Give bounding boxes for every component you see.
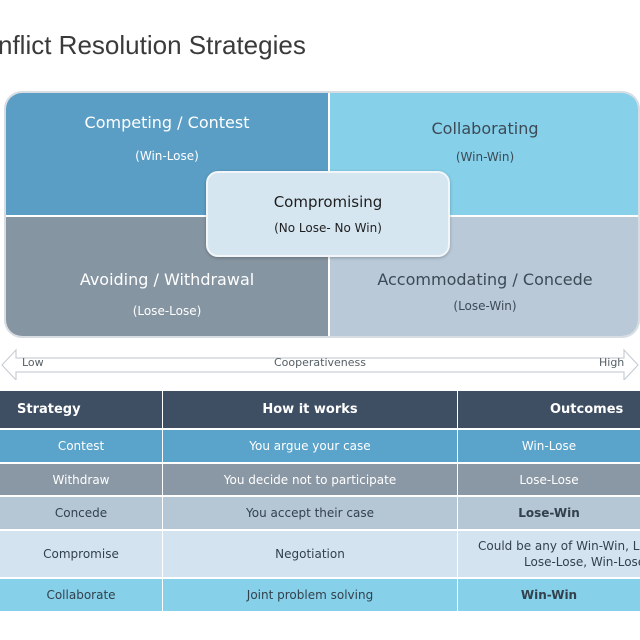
outcome-cell: Win-Lose xyxy=(458,430,640,462)
table-header-row: Strategy How it works Outcomes xyxy=(0,391,640,428)
quadrant-competing-title: Competing / Contest xyxy=(84,113,250,132)
header-outcomes: Outcomes xyxy=(458,391,640,428)
quadrant-avoiding-title: Avoiding / Withdrawal xyxy=(79,270,255,289)
outcome-cell: Win-Win xyxy=(458,579,640,611)
outcome-line-1: Could be any of Win-Win, Lo xyxy=(478,539,640,553)
strategy-matrix: Competing / Contest (Win-Lose) Collabora… xyxy=(4,91,640,338)
double-arrow-icon xyxy=(1,348,639,380)
quadrant-collaborating-title: Collaborating xyxy=(431,119,539,138)
compromising-title: Compromising xyxy=(273,193,383,211)
quadrant-avoiding-outcome: (Lose-Lose) xyxy=(132,304,202,318)
how-cell: Joint problem solving xyxy=(163,579,457,611)
how-cell: You argue your case xyxy=(163,430,457,462)
strategy-cell: Concede xyxy=(0,497,162,529)
strategy-cell: Withdraw xyxy=(0,464,162,495)
page-title: nflict Resolution Strategies xyxy=(0,30,306,60)
table-row: Contest You argue your case Win-Lose xyxy=(0,430,640,462)
compromising-outcome: (No Lose- No Win) xyxy=(274,221,382,235)
outcome-cell: Lose-Lose xyxy=(458,464,640,495)
strategy-cell: Compromise xyxy=(0,531,162,577)
cooperativeness-axis: Low Cooperativeness High xyxy=(0,346,640,380)
quadrant-avoiding: Avoiding / Withdrawal (Lose-Lose) xyxy=(6,217,328,336)
how-cell: Negotiation xyxy=(163,531,457,577)
table-row: Concede You accept their case Lose-Win xyxy=(0,497,640,529)
outcome-cell: Lose-Win xyxy=(458,497,640,529)
axis-low-label: Low xyxy=(22,356,44,369)
table-row: Compromise Negotiation Could be any of W… xyxy=(0,531,640,577)
header-how-it-works: How it works xyxy=(163,391,457,428)
outcome-line-2: Lose-Lose, Win-Lose xyxy=(524,555,640,569)
quadrant-collaborating-outcome: (Win-Win) xyxy=(455,150,515,164)
compromising-box: Compromising (No Lose- No Win) xyxy=(206,171,450,257)
quadrant-accommodating-title: Accommodating / Concede xyxy=(377,270,593,289)
table-row: Collaborate Joint problem solving Win-Wi… xyxy=(0,579,640,611)
how-cell: You decide not to participate xyxy=(163,464,457,495)
axis-title: Cooperativeness xyxy=(274,356,367,369)
axis-high-label: High xyxy=(599,356,625,369)
table-row: Withdraw You decide not to participate L… xyxy=(0,464,640,495)
quadrant-accommodating-outcome: (Lose-Win) xyxy=(453,299,517,313)
strategy-cell: Collaborate xyxy=(0,579,162,611)
quadrant-competing-outcome: (Win-Lose) xyxy=(135,149,199,163)
header-strategy: Strategy xyxy=(0,391,162,428)
quadrant-competing: Competing / Contest (Win-Lose) xyxy=(6,93,328,215)
how-cell: You accept their case xyxy=(163,497,457,529)
strategy-cell: Contest xyxy=(0,430,162,462)
outcome-cell: Could be any of Win-Win, Lo Lose-Lose, W… xyxy=(458,531,640,577)
